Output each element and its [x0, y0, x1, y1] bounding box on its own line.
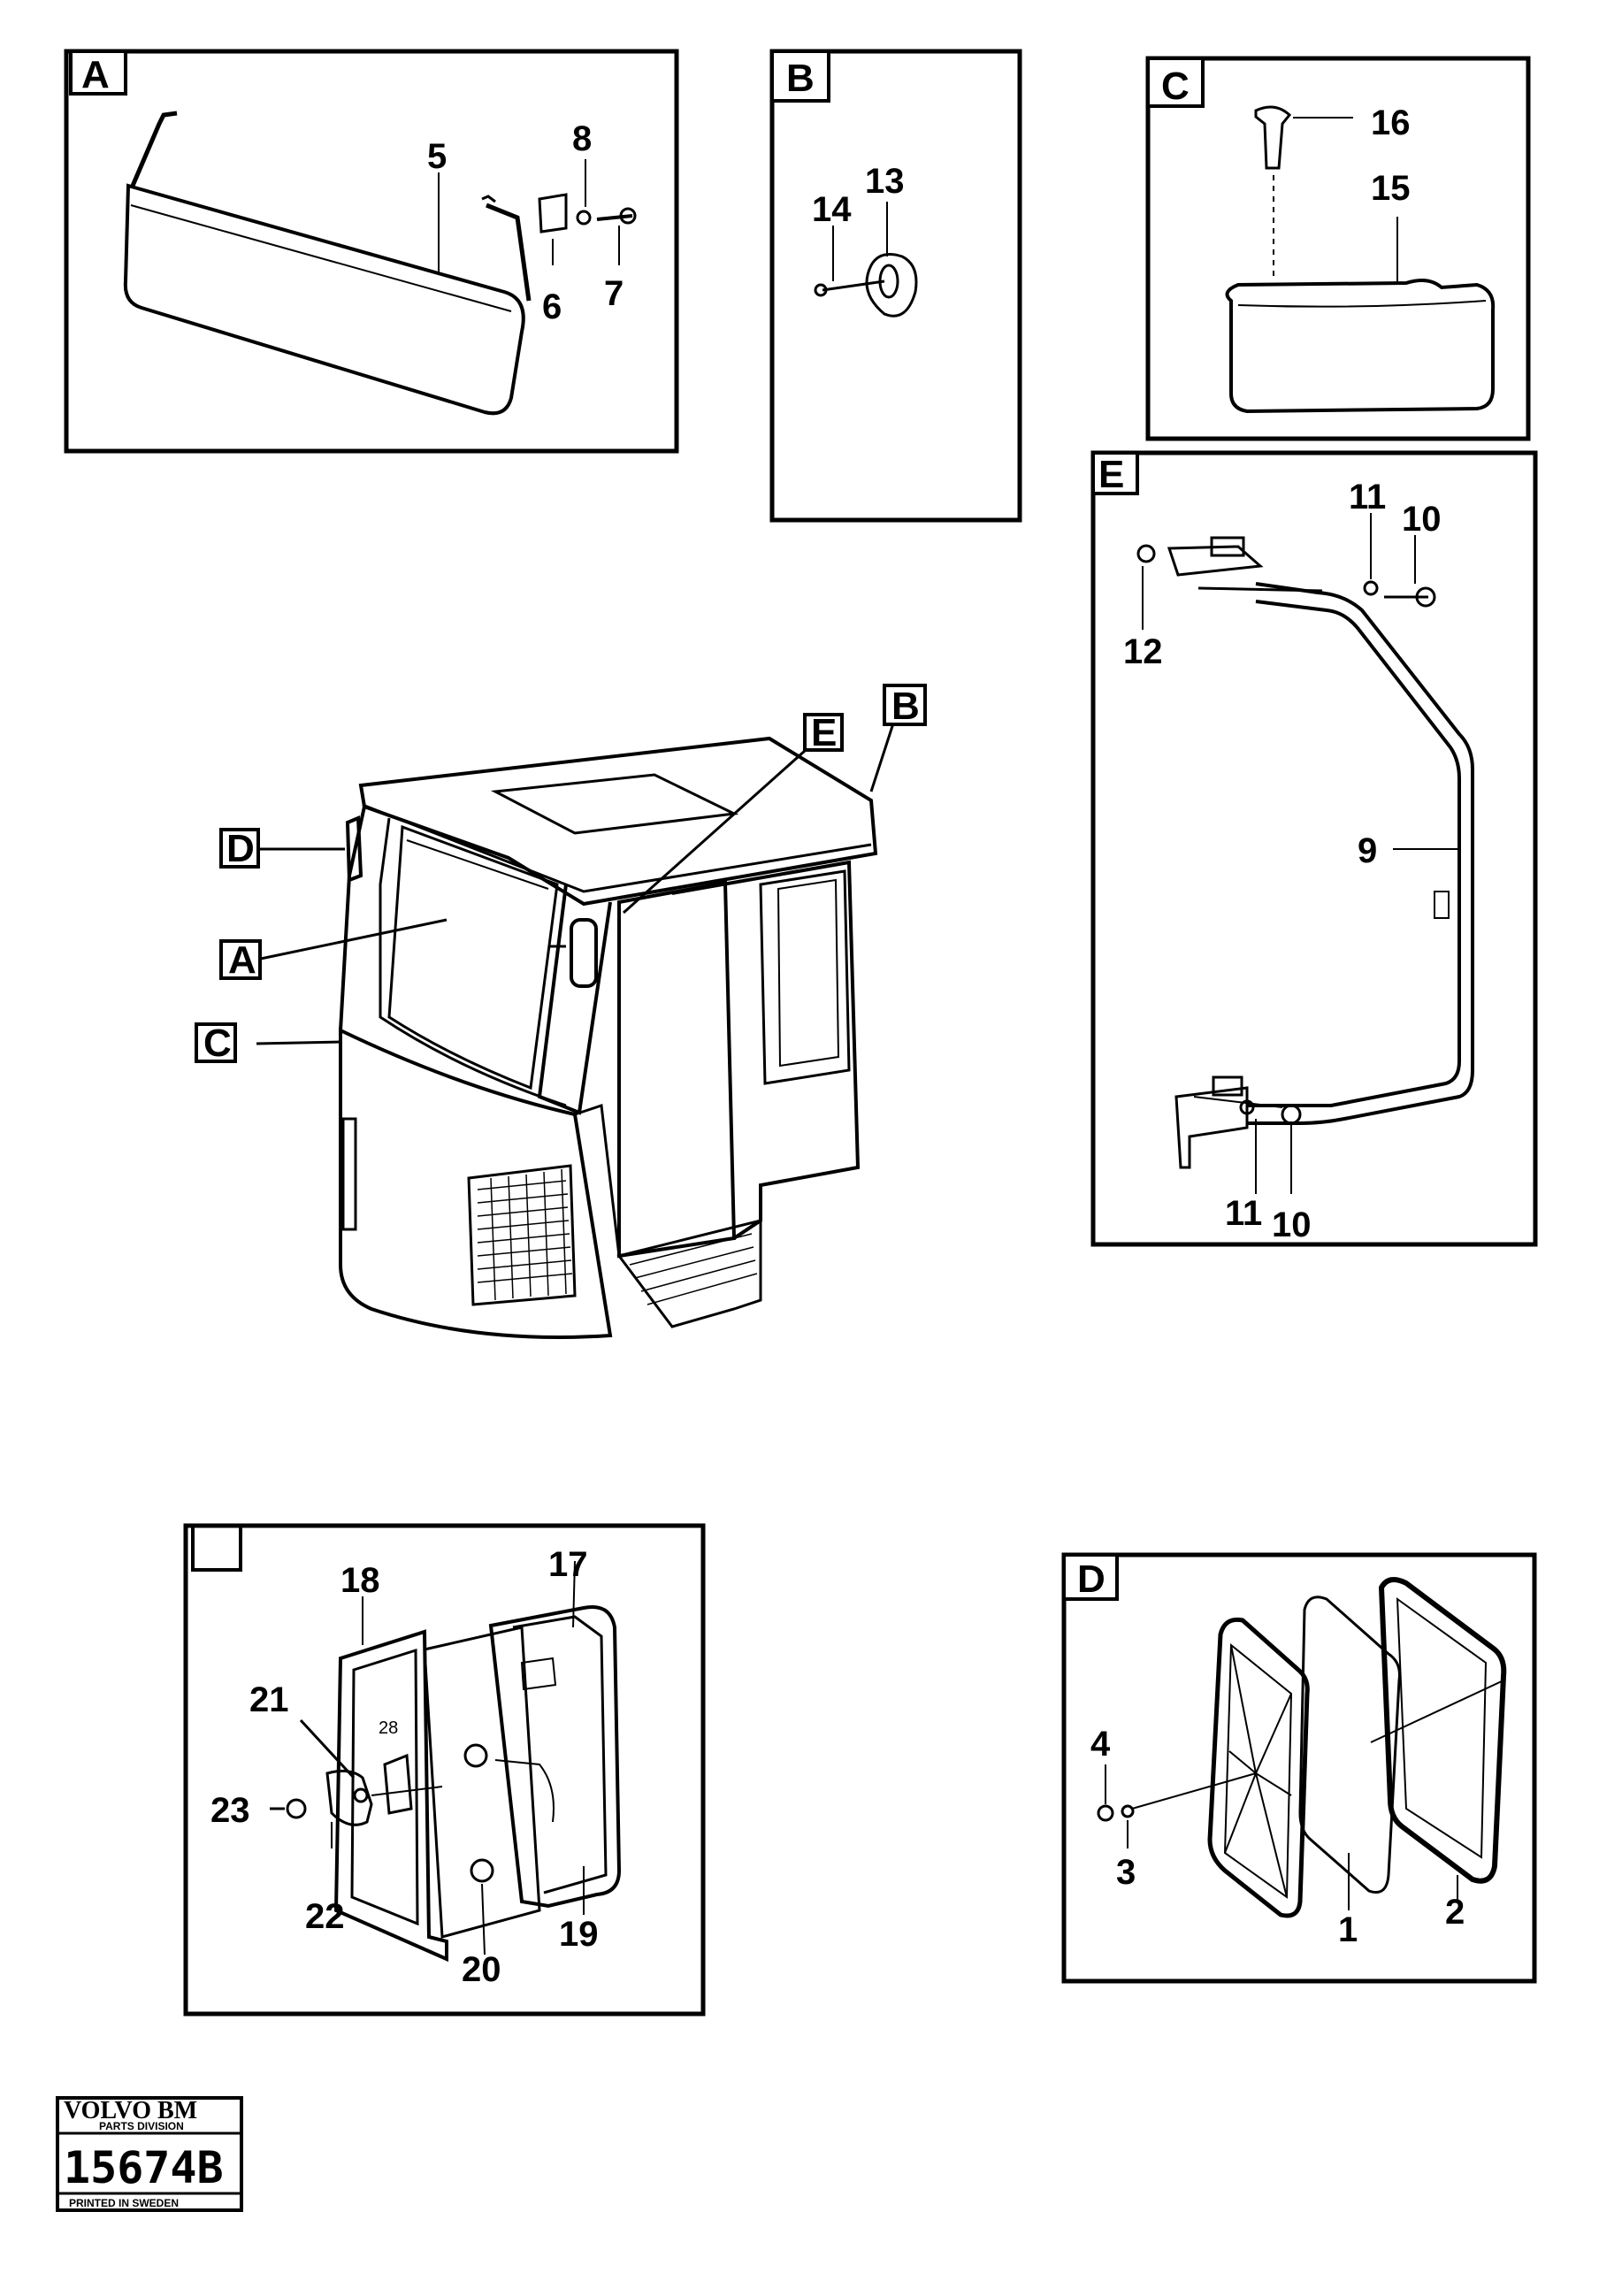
panel-e-tag: E: [1098, 453, 1124, 496]
cab-callout-c: C: [203, 1022, 232, 1065]
stamp-division: PARTS DIVISION: [99, 2120, 184, 2132]
panel-a: [64, 49, 679, 454]
callout-label: 4: [1090, 1725, 1111, 1764]
cab-callout-b: B: [891, 685, 920, 728]
callout-label: 5: [427, 137, 447, 176]
panel-lamp: [183, 1523, 706, 2017]
callout-label: 8: [572, 119, 592, 158]
callout-label: 14: [812, 190, 852, 229]
callout-label: 3: [1116, 1853, 1136, 1892]
panel-b: [769, 49, 1022, 523]
callout-label: 17: [548, 1545, 588, 1584]
cab-callout-e: E: [811, 711, 837, 754]
callout-label: 11: [1349, 478, 1386, 517]
stamp-number: 15674B: [64, 2142, 224, 2193]
callout-label: 15: [1371, 169, 1411, 208]
callout-label: 19: [559, 1915, 599, 1954]
callout-label: 22: [305, 1897, 345, 1936]
callout-label: 12: [1123, 632, 1163, 671]
callout-label: 10: [1402, 500, 1442, 539]
callout-label: 13: [865, 162, 905, 201]
callout-label: 2: [1445, 1893, 1465, 1932]
callout-label: 18: [340, 1561, 380, 1600]
callout-label: 28: [379, 1718, 398, 1738]
cab-callout-d: D: [226, 827, 255, 870]
callout-label: 16: [1371, 103, 1411, 142]
cab-callout-a: A: [228, 938, 256, 982]
callout-label: 20: [462, 1950, 501, 1989]
cab-callouts: [195, 684, 927, 1063]
callout-label: 1: [1338, 1910, 1358, 1949]
volvo-bm-stamp: [56, 2096, 243, 2212]
cab-drawing: [256, 723, 895, 1339]
callout-label: 11: [1225, 1194, 1262, 1233]
callout-label: 23: [210, 1791, 250, 1830]
panel-c-tag: C: [1161, 65, 1190, 108]
callout-label: 9: [1358, 831, 1377, 870]
panel-a-tag: A: [81, 53, 110, 96]
stamp-brand: VOLVO BM: [64, 2097, 197, 2124]
panel-b-tag: B: [786, 57, 815, 100]
panel-e: [1090, 450, 1538, 1247]
callout-label: 21: [249, 1680, 289, 1719]
panel-d-tag: D: [1077, 1557, 1106, 1601]
callout-label: 7: [604, 274, 624, 313]
callout-label: 6: [542, 287, 562, 326]
callout-label: 10: [1272, 1205, 1312, 1244]
panel-d: [1061, 1552, 1537, 1984]
panel-c: [1145, 56, 1531, 441]
stamp-printed: PRINTED IN SWEDEN: [69, 2197, 179, 2209]
